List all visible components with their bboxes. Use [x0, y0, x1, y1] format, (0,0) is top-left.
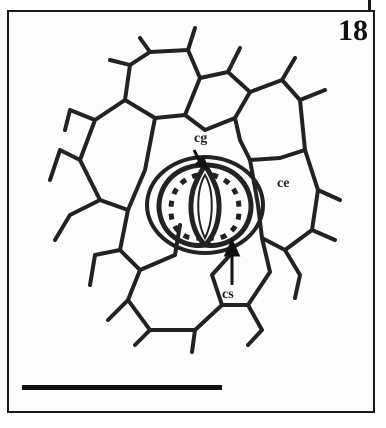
- epidermal-cell-wall: [90, 250, 120, 285]
- epidermal-cell-wall: [248, 305, 262, 345]
- epidermal-cell-wall: [192, 330, 195, 352]
- epidermal-cell-wall: [185, 72, 250, 130]
- label-ce: ce: [277, 176, 289, 192]
- epidermal-cell-wall: [140, 38, 150, 52]
- scale-bar: [22, 385, 222, 390]
- epidermal-cell-wall: [212, 238, 270, 305]
- epidermal-cell-wall: [312, 230, 335, 240]
- epidermal-cell-wall: [235, 80, 305, 160]
- epidermal-cell-wall: [110, 60, 130, 65]
- epidermal-cell-wall: [318, 190, 340, 200]
- label-cs: cs: [222, 287, 234, 303]
- epidermal-cell-wall: [282, 58, 295, 80]
- stomatal-pore: [198, 175, 212, 238]
- epidermal-cell-wall: [55, 200, 100, 240]
- label-cg: cg: [194, 131, 207, 147]
- epidermal-cell-wall: [108, 300, 128, 320]
- epidermal-cell-wall: [50, 150, 80, 180]
- epidermal-cell-wall: [128, 270, 222, 330]
- epidermal-cell-wall: [125, 50, 200, 118]
- epidermal-cell-wall: [188, 28, 195, 50]
- epidermal-cell-wall: [285, 250, 300, 298]
- epidermal-cell-wall: [135, 330, 150, 345]
- figure-number: 18: [338, 14, 368, 48]
- epidermal-cell-wall: [250, 150, 318, 250]
- epidermal-cell-wall: [300, 90, 325, 100]
- epidermal-cell-wall: [228, 48, 240, 72]
